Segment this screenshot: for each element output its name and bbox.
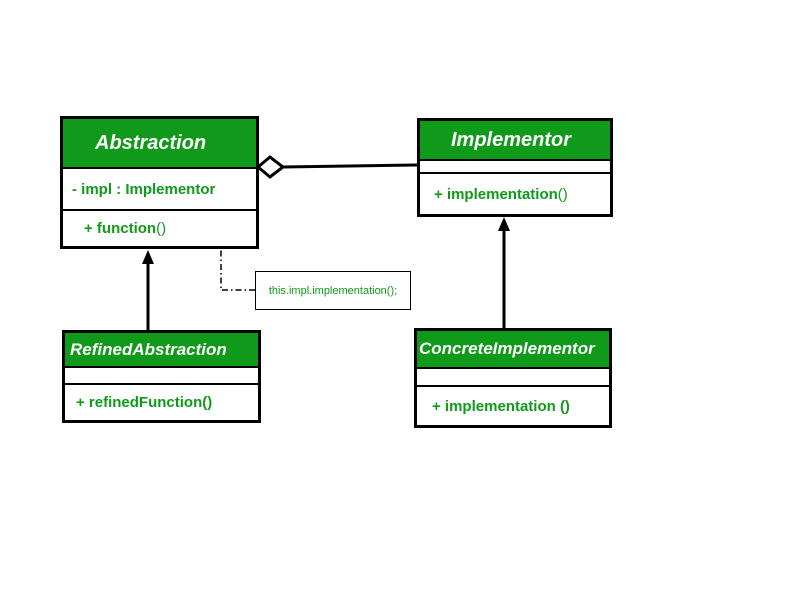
- note-anchor-line: [220, 237, 255, 291]
- refined-abstraction-attributes: [65, 368, 258, 385]
- refined-abstraction-class-name: RefinedAbstraction: [70, 339, 227, 359]
- refined-abstraction-method: + refinedFunction(): [76, 394, 213, 411]
- implementation-note: this.impl.implementation();: [255, 271, 411, 310]
- concrete-inheritance-arrowhead-icon: [498, 217, 510, 231]
- concrete-implementor-attributes: [417, 369, 609, 387]
- implementor-class-name: Implementor: [451, 128, 572, 151]
- aggregation-line: [282, 163, 418, 169]
- aggregation-diamond-icon: [255, 155, 286, 179]
- implementor-class[interactable]: Implementor + implementation (): [417, 118, 613, 217]
- note-text: this.impl.implementation();: [268, 284, 398, 297]
- refined-abstraction-class-header: RefinedAbstraction: [65, 333, 258, 368]
- abstraction-attributes: - impl : Implementor: [63, 169, 256, 211]
- concrete-implementor-class-header: ConcreteImplementor: [417, 331, 609, 369]
- implementor-methods: + implementation (): [420, 174, 610, 214]
- abstraction-class[interactable]: Abstraction - impl : Implementor + funct…: [60, 116, 259, 249]
- implementor-attributes: [420, 161, 610, 174]
- abstraction-method-parens: (): [156, 220, 167, 237]
- refined-abstraction-methods: + refinedFunction(): [65, 385, 258, 420]
- concrete-implementor-method: + implementation (): [432, 397, 570, 415]
- implementor-method-name: + implementation: [434, 185, 558, 203]
- abstraction-attribute: - impl : Implementor: [72, 180, 216, 198]
- abstraction-class-header: Abstraction: [63, 119, 256, 169]
- abstraction-methods: + function(): [63, 211, 256, 246]
- implementor-method-parens: (): [557, 185, 568, 203]
- abstraction-class-name: Abstraction: [95, 131, 207, 154]
- refined-abstraction-class[interactable]: RefinedAbstraction + refinedFunction(): [62, 330, 261, 423]
- abstraction-method-name: + function: [84, 220, 157, 237]
- concrete-implementor-class[interactable]: ConcreteImplementor + implementation (): [414, 328, 612, 428]
- implementor-class-header: Implementor: [420, 121, 610, 161]
- concrete-implementor-methods: + implementation (): [417, 387, 609, 425]
- refined-inheritance-arrowhead-icon: [142, 250, 154, 264]
- concrete-implementor-class-name: ConcreteImplementor: [419, 339, 595, 358]
